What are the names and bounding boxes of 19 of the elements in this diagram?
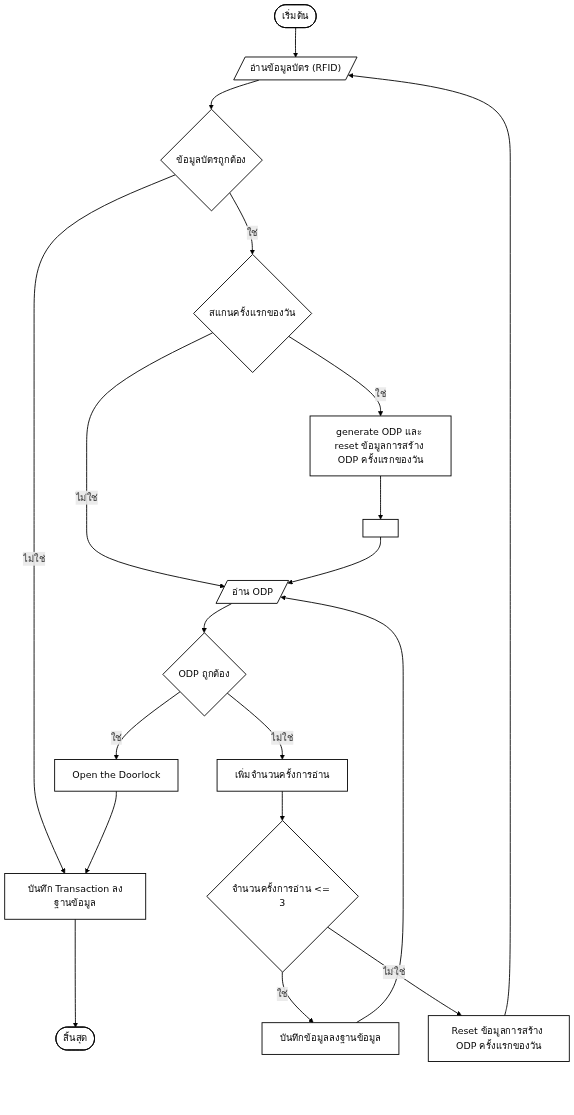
edge-label: ไม่ใช่ bbox=[271, 731, 294, 744]
edge-label: ใช่ bbox=[110, 731, 122, 744]
node-box: Reset ข้อมูลการสร้าง ODP ครั้งแรกของวัน bbox=[427, 1015, 570, 1062]
edge-label: ใช่ bbox=[276, 988, 288, 1000]
node-box bbox=[362, 518, 399, 538]
node-box: บันทึกข้อมูลลงฐานข้อมูล bbox=[261, 1022, 400, 1055]
node-diamond: ODP ถูกต้อง bbox=[162, 632, 247, 717]
edge-label: ใช่ bbox=[246, 226, 258, 238]
node-box: เพิ่มจำนวนครั้งการอ่าน bbox=[216, 759, 348, 792]
edge-label: ใช่ bbox=[374, 388, 387, 400]
edge-label: ไม่ใช่ bbox=[22, 552, 46, 565]
edge-label: ไม่ใช่ bbox=[75, 491, 98, 503]
node-diamond: ข้อมูลบัตรถูกต้อง bbox=[160, 108, 263, 212]
node-diamond: จำนวนครั้งการอ่าน <= 3 bbox=[206, 820, 359, 973]
node-box: บันทึก Transaction ลงฐานข้อมูล bbox=[4, 873, 147, 920]
node-diamond: สแกนครั้งแรกของวัน bbox=[193, 253, 313, 373]
node-box: Open the Doorlock bbox=[54, 759, 179, 792]
edge-label: ไม่ใช่ bbox=[382, 966, 406, 978]
node-box: generate ODP และ reset ข้อมูลการสร้าง ODP ครั้งแรกของวัน bbox=[309, 415, 452, 477]
